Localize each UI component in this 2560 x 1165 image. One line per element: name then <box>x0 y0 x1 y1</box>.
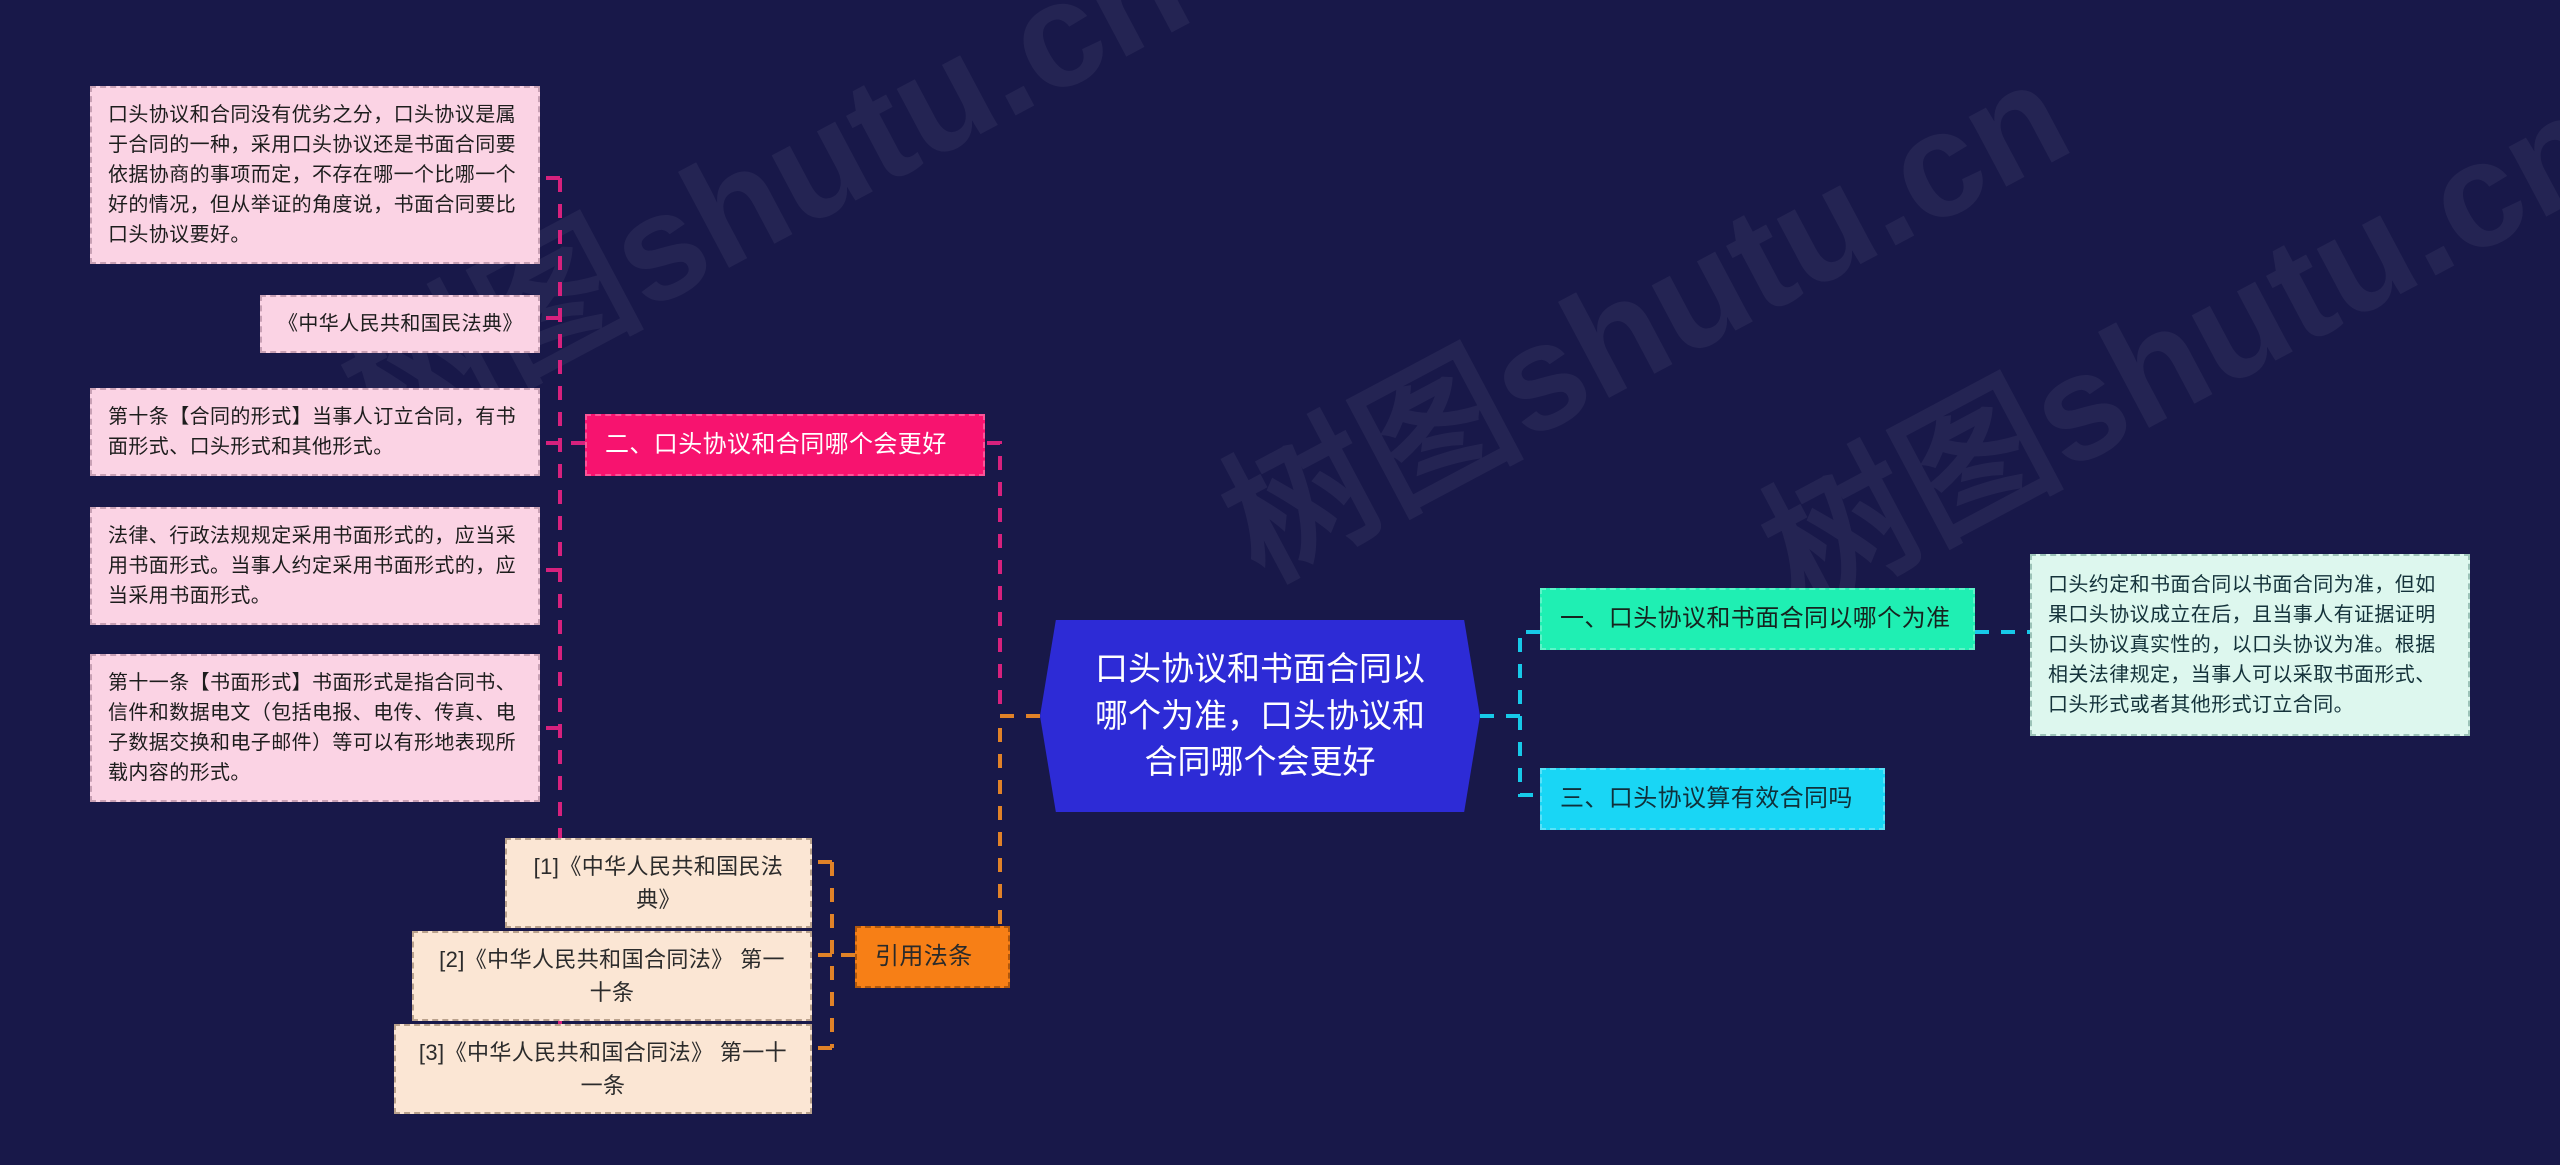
topic-chip-two[interactable]: 二、口头协议和合同哪个会更好 <box>585 414 985 476</box>
left-note-5[interactable]: 第十一条【书面形式】书面形式是指合同书、信件和数据电文（包括电报、电传、传真、电… <box>90 654 540 802</box>
left-note-2-text: 《中华人民共和国民法典》 <box>278 313 523 335</box>
reference-2-text: [2]《中华人民共和国合同法》 第一十条 <box>439 947 785 1005</box>
left-note-3[interactable]: 第十条【合同的形式】当事人订立合同，有书面形式、口头形式和其他形式。 <box>90 388 540 476</box>
connector-root-to-right <box>1480 630 1540 797</box>
left-note-4[interactable]: 法律、行政法规规定采用书面形式的，应当采用书面形式。当事人约定采用书面形式的，应… <box>90 507 540 625</box>
left-note-5-text: 第十一条【书面形式】书面形式是指合同书、信件和数据电文（包括电报、电传、传真、电… <box>108 672 516 784</box>
topic-chip-one[interactable]: 一、口头协议和书面合同以哪个为准 <box>1540 588 1975 650</box>
topic-chip-three-label: 三、口头协议算有效合同吗 <box>1560 785 1853 812</box>
topic-chip-citations-label: 引用法条 <box>875 943 973 970</box>
connector-left-trunk <box>540 176 562 1100</box>
reference-3-text: [3]《中华人民共和国合同法》 第一十一条 <box>418 1040 788 1098</box>
reference-2[interactable]: [2]《中华人民共和国合同法》 第一十条 <box>412 931 812 1021</box>
left-note-4-text: 法律、行政法规规定采用书面形式的，应当采用书面形式。当事人约定采用书面形式的，应… <box>108 525 516 607</box>
right-note[interactable]: 口头约定和书面合同以书面合同为准，但如果口头协议成立在后，且当事人有证据证明口头… <box>2030 554 2470 736</box>
left-note-1-text: 口头协议和合同没有优劣之分，口头协议是属于合同的一种，采用口头协议还是书面合同要… <box>108 104 516 246</box>
connector-root-to-bottom-topic <box>998 714 1040 957</box>
topic-chip-one-label: 一、口头协议和书面合同以哪个为准 <box>1560 605 1951 632</box>
left-note-2[interactable]: 《中华人民共和国民法典》 <box>260 295 540 353</box>
topic-chip-citations[interactable]: 引用法条 <box>855 926 1010 988</box>
topic-chip-three[interactable]: 三、口头协议算有效合同吗 <box>1540 768 1885 830</box>
root-node-label: 口头协议和书面合同以哪个为准，口头协议和合同哪个会更好 <box>1095 649 1425 781</box>
left-note-1[interactable]: 口头协议和合同没有优劣之分，口头协议是属于合同的一种，采用口头协议还是书面合同要… <box>90 86 540 264</box>
right-note-text: 口头约定和书面合同以书面合同为准，但如果口头协议成立在后，且当事人有证据证明口头… <box>2048 574 2436 716</box>
connector-root-to-left-topic <box>985 441 1040 718</box>
connector-bottom-trunk <box>812 860 855 1050</box>
reference-1[interactable]: [1]《中华人民共和国民法典》 <box>505 838 812 928</box>
topic-chip-two-label: 二、口头协议和合同哪个会更好 <box>605 431 947 458</box>
reference-3[interactable]: [3]《中华人民共和国合同法》 第一十一条 <box>394 1024 812 1114</box>
root-node[interactable]: 口头协议和书面合同以哪个为准，口头协议和合同哪个会更好 <box>1040 620 1480 812</box>
left-note-3-text: 第十条【合同的形式】当事人订立合同，有书面形式、口头形式和其他形式。 <box>108 406 516 458</box>
reference-1-text: [1]《中华人民共和国民法典》 <box>533 854 784 912</box>
